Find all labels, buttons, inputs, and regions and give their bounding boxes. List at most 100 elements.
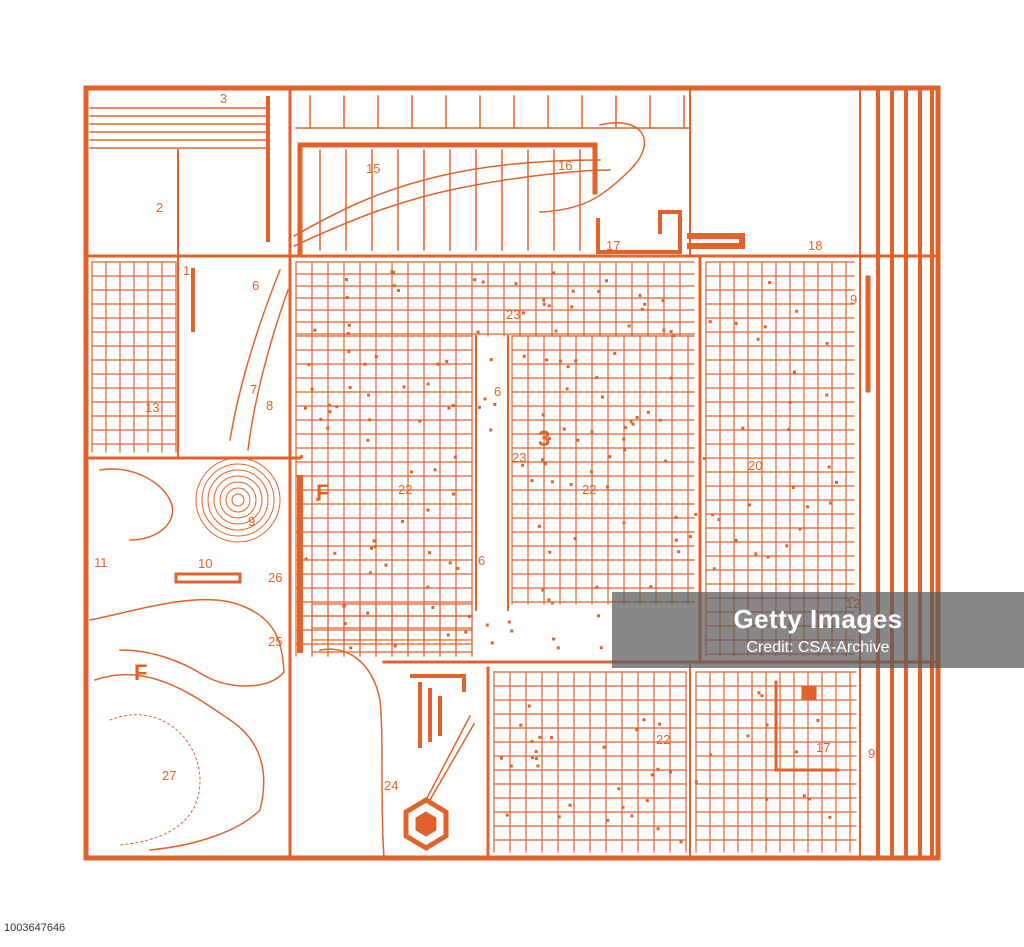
building-dot xyxy=(468,614,471,618)
building-dot xyxy=(534,750,538,754)
building-dot xyxy=(547,436,551,440)
building-dot xyxy=(473,278,477,282)
building-dot xyxy=(787,428,791,431)
building-dot xyxy=(617,787,621,791)
building-dot xyxy=(757,691,761,695)
building-dot xyxy=(548,550,552,554)
building-dot xyxy=(766,555,770,559)
building-dot xyxy=(483,397,487,401)
ring-path xyxy=(231,493,245,507)
building-dot xyxy=(574,359,578,363)
map-label: 27 xyxy=(162,768,176,783)
building-dot xyxy=(622,521,626,525)
building-dot xyxy=(481,280,485,284)
map-label: 24 xyxy=(384,778,398,793)
building-dot xyxy=(606,818,610,822)
map-label: 10 xyxy=(198,556,212,571)
building-dot xyxy=(347,323,351,327)
building-dot xyxy=(808,797,811,801)
building-dot xyxy=(451,404,455,407)
building-dot xyxy=(521,311,525,315)
building-dot xyxy=(806,505,810,509)
map-label: 22 xyxy=(656,732,670,747)
building-dot xyxy=(509,764,513,768)
map-label: 6 xyxy=(252,278,259,293)
building-dot xyxy=(566,365,570,369)
building-dot xyxy=(393,644,397,648)
building-dot xyxy=(674,515,678,519)
building-dot xyxy=(573,537,577,541)
building-dot xyxy=(392,284,396,288)
map-label: 9 xyxy=(248,514,255,529)
building-dot xyxy=(391,271,395,275)
building-dot xyxy=(545,358,549,362)
building-dot xyxy=(418,419,422,423)
building-dot xyxy=(370,546,373,550)
building-dot xyxy=(711,513,715,517)
building-dot xyxy=(366,611,370,615)
building-dot xyxy=(328,403,331,407)
building-dot xyxy=(547,304,551,308)
building-dot xyxy=(694,780,698,784)
building-dot xyxy=(428,551,432,555)
building-dot xyxy=(346,332,350,335)
building-dot xyxy=(556,646,560,650)
map-label: 17 xyxy=(816,740,830,755)
building-dot xyxy=(643,302,647,306)
building-dot xyxy=(734,539,738,542)
building-dot xyxy=(590,430,594,434)
building-dot xyxy=(363,362,367,366)
building-dot xyxy=(600,395,604,399)
building-dot xyxy=(828,501,832,505)
building-dot xyxy=(658,722,662,726)
building-dot xyxy=(763,325,767,329)
building-dot xyxy=(384,563,388,567)
building-dot xyxy=(827,465,831,469)
building-dot xyxy=(489,428,493,432)
building-dot xyxy=(746,734,750,738)
ring-path xyxy=(213,475,263,525)
building-dot xyxy=(569,483,573,487)
building-dot xyxy=(623,448,627,452)
building-dot xyxy=(656,767,660,771)
building-dot xyxy=(300,455,304,459)
building-dot xyxy=(537,524,541,528)
building-dot xyxy=(368,571,372,575)
building-dot xyxy=(319,417,323,421)
building-dot xyxy=(642,718,646,722)
ring-path xyxy=(219,481,257,519)
building-dot xyxy=(335,405,339,409)
building-dot xyxy=(835,480,838,484)
building-dot xyxy=(571,289,575,293)
building-dot xyxy=(605,279,608,283)
map-label: 3 xyxy=(220,91,227,106)
building-dot xyxy=(453,455,457,459)
building-dot xyxy=(590,470,593,474)
building-dot xyxy=(798,527,802,531)
building-dot xyxy=(426,508,430,512)
building-dot xyxy=(478,405,481,409)
building-dot xyxy=(557,815,561,819)
building-dot xyxy=(343,622,347,625)
image-id-text: 1003647646 xyxy=(4,922,66,934)
map-label: 13 xyxy=(145,400,159,415)
building-dot xyxy=(624,426,628,430)
map-label: 8 xyxy=(266,398,273,413)
building-dot xyxy=(522,354,526,358)
building-dot xyxy=(342,604,346,608)
map-label: 6 xyxy=(478,553,485,568)
building-dot xyxy=(816,718,820,722)
building-dot xyxy=(658,418,662,422)
building-dot xyxy=(303,406,307,410)
building-dot xyxy=(550,480,554,484)
building-dot xyxy=(431,606,435,609)
building-dot xyxy=(741,426,745,430)
building-dot xyxy=(599,646,603,650)
building-dot xyxy=(606,485,609,489)
building-dot xyxy=(645,799,649,803)
building-dot xyxy=(552,637,556,641)
map-label: 25 xyxy=(268,634,282,649)
building-dot xyxy=(791,486,795,489)
building-dot xyxy=(709,753,713,757)
building-dot xyxy=(638,293,642,297)
